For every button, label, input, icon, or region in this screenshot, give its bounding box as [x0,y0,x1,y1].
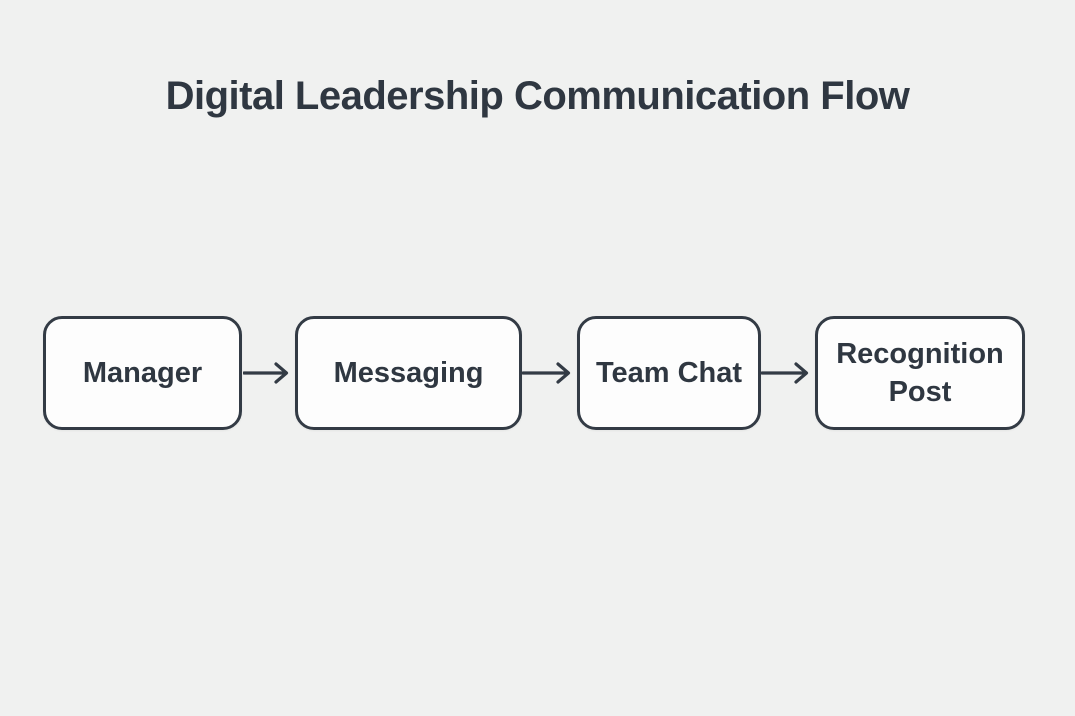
flow-node-recognition-post: Recognition Post [815,316,1025,430]
page-title: Digital Leadership Communication Flow [165,74,910,118]
flow-node-messaging: Messaging [295,316,522,430]
arrow-right-icon [761,359,815,387]
flow-node-label: Team Chat [595,357,743,389]
arrow-right-icon [243,359,295,387]
flow-node-team-chat: Team Chat [577,316,761,430]
flow-node-label: Manager [82,357,203,389]
flow-node-label: Recognition Post [836,338,1004,408]
flow-node-manager: Manager [43,316,242,430]
flow-node-label: Messaging [333,357,484,389]
arrow-right-icon [522,359,577,387]
